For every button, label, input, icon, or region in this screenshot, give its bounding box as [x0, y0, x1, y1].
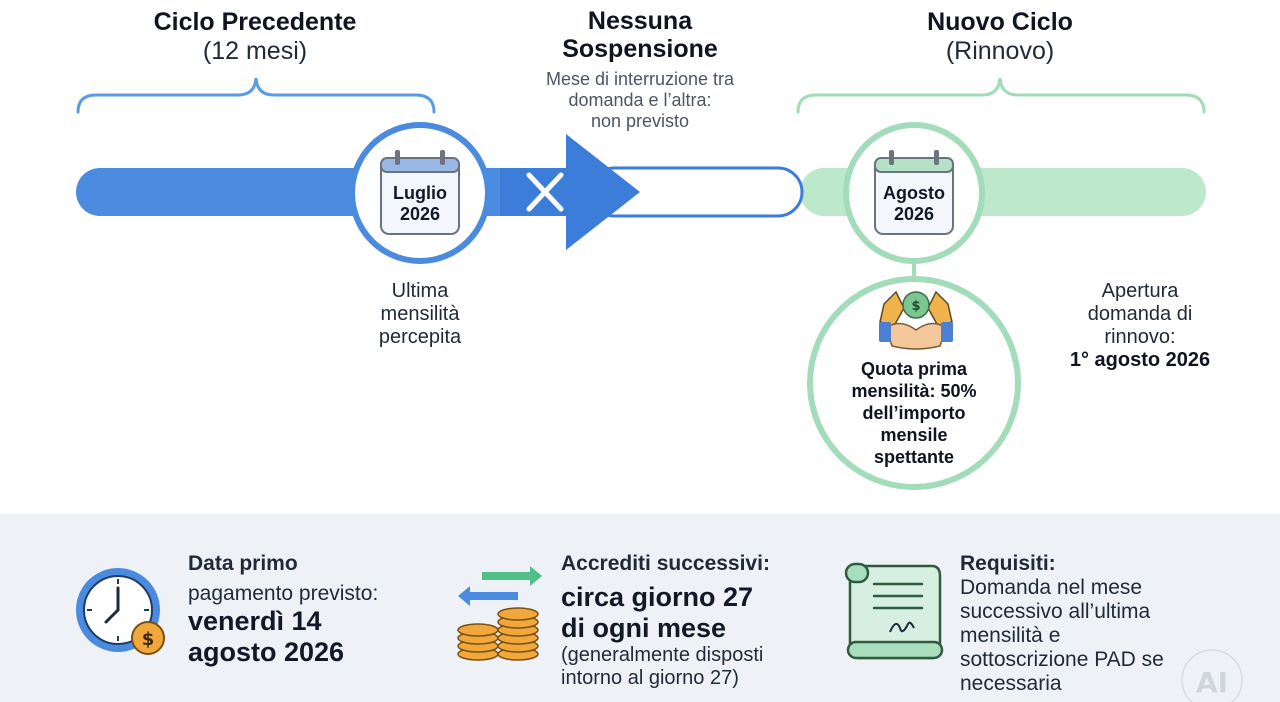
renewal-line-1: Apertura	[1101, 280, 1179, 302]
quota-line-5: spettante	[873, 447, 954, 467]
coins-exchange-icon	[457, 566, 542, 661]
timeline-diagram: $	[76, 77, 1206, 490]
left-header-subtitle: (12 mesi)	[202, 37, 308, 65]
document-signature-icon	[844, 562, 944, 660]
middle-note-line-2: domanda e l’altra:	[568, 90, 712, 110]
right-calendar-year: 2026	[893, 204, 935, 224]
middle-header-note: Mese di interruzione tra domanda e l’alt…	[510, 69, 770, 132]
middle-header-title-1: Nessuna	[587, 7, 693, 35]
requirements-line-4: sottoscrizione PAD se	[960, 648, 1164, 671]
requirements-block: Requisiti: Domanda nel mese successivo a…	[960, 552, 1200, 696]
right-header-title: Nuovo Ciclo	[927, 8, 1073, 36]
quota-line-1: Quota prima	[860, 359, 967, 379]
last-payment-line-1: Ultima	[391, 280, 449, 302]
svg-text:$: $	[911, 299, 920, 314]
money-handshake-icon: $	[879, 290, 953, 350]
requirements-line-5: necessaria	[960, 672, 1062, 695]
credits-label-bold: Accrediti successivi:	[561, 552, 770, 575]
bottom-info-panel	[0, 514, 1280, 702]
quota-line-3: dell’importo	[862, 403, 966, 423]
clock-dollar-icon: $	[76, 568, 165, 655]
middle-note-line-3: non previsto	[590, 111, 690, 131]
credits-value-1: circa giorno 27	[561, 582, 754, 612]
left-cycle-bracket	[76, 77, 436, 114]
last-payment-note: Ultima mensilità percepita	[330, 280, 510, 349]
credits-value-2: di ogni mese	[561, 613, 727, 643]
right-calendar-label: Agosto 2026	[875, 183, 953, 225]
watermark-text: AI	[1196, 666, 1228, 699]
quota-circle	[807, 276, 1021, 490]
right-calendar-month: Agosto	[883, 183, 945, 203]
right-header: Nuovo Ciclo (Rinnovo)	[880, 8, 1120, 66]
quota-text: Quota prima mensilità: 50% dell’importo …	[824, 358, 1004, 468]
quota-line-2: mensilità: 50%	[851, 381, 977, 401]
renewal-line-2: domanda di	[1087, 303, 1193, 325]
left-header: Ciclo Precedente (12 mesi)	[120, 8, 390, 66]
last-payment-line-3: percepita	[378, 326, 462, 348]
renewal-date: 1° agosto 2026	[1069, 349, 1211, 371]
credits-block: Accrediti successivi: circa giorno 27 di…	[561, 552, 841, 690]
renewal-line-3: rinnovo:	[1104, 326, 1176, 348]
svg-text:$: $	[142, 629, 155, 650]
middle-header-title-2: Sospensione	[562, 35, 718, 63]
requirements-line-2: successivo all’ultima	[960, 600, 1151, 623]
payment-value-2: agosto 2026	[188, 637, 345, 667]
left-header-title: Ciclo Precedente	[153, 8, 357, 36]
payment-label-bold: Data primo	[188, 552, 298, 575]
ai-generated-watermark: AI	[1176, 640, 1246, 702]
credits-note-2: intorno al giorno 27)	[561, 667, 739, 689]
last-payment-line-2: mensilità	[380, 303, 460, 325]
quota-line-4: mensile	[880, 425, 948, 445]
payment-block: Data primo pagamento previsto: venerdì 1…	[188, 552, 448, 668]
calendar-icon	[380, 150, 460, 235]
middle-header: Nessuna Sospensione Mese di interruzione…	[510, 7, 770, 132]
right-cycle-bracket	[796, 77, 1206, 114]
renewal-opening-note: Apertura domanda di rinnovo: 1° agosto 2…	[1050, 280, 1230, 372]
requirements-line-1: Domanda nel mese	[960, 576, 1143, 599]
requirements-line-3: mensilità e	[960, 624, 1061, 647]
requirements-label-bold: Requisiti:	[960, 552, 1056, 575]
credits-note-1: (generalmente disposti	[561, 644, 764, 666]
arrow-head	[500, 134, 640, 250]
left-calendar-month: Luglio	[393, 183, 447, 203]
right-header-subtitle: (Rinnovo)	[945, 37, 1055, 65]
payment-label: pagamento previsto:	[188, 582, 379, 605]
middle-note-line-1: Mese di interruzione tra	[545, 69, 735, 89]
calendar-icon	[874, 150, 954, 235]
payment-value-1: venerdì 14	[188, 606, 322, 636]
left-calendar-label: Luglio 2026	[381, 183, 459, 225]
left-calendar-year: 2026	[399, 204, 441, 224]
close-icon	[526, 172, 564, 212]
